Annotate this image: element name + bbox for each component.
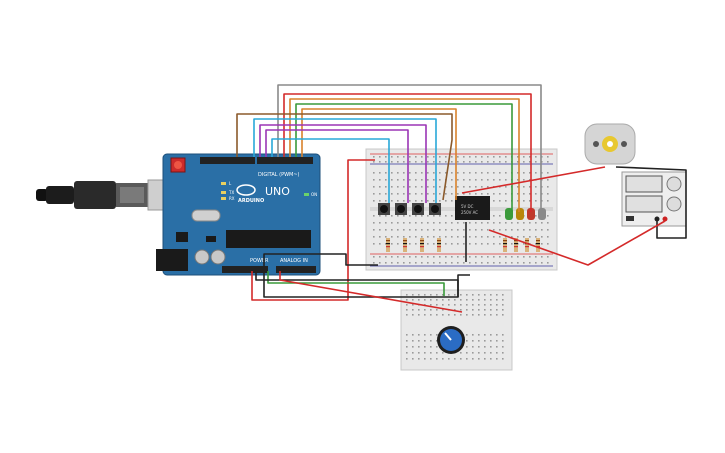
resistor-band: [525, 246, 529, 248]
resistor-band: [420, 246, 424, 248]
resistor-band: [420, 240, 424, 242]
wire-red-pot[interactable]: [279, 271, 463, 313]
digital-header-right: [257, 157, 313, 164]
wire-cyan-1[interactable]: [253, 118, 437, 203]
resistor-band: [536, 243, 540, 245]
power-supply-knob-2[interactable]: [666, 196, 682, 212]
wire-black-bb[interactable]: [263, 253, 470, 298]
power-supply[interactable]: [621, 171, 687, 227]
led-l-label: L: [229, 181, 232, 186]
wire-purple-2[interactable]: [265, 129, 409, 203]
resistor-band: [503, 240, 507, 242]
power-supply-display-1: [625, 175, 663, 193]
led-on-label: ON: [311, 192, 317, 197]
resistor-band: [403, 240, 407, 242]
crystal: [191, 209, 221, 222]
wires: [236, 84, 687, 313]
wire-brown[interactable]: [236, 113, 453, 201]
pushbutton-1[interactable]: [378, 203, 390, 215]
resistor-6[interactable]: [514, 238, 518, 252]
relay-text-2: 250V AC: [461, 210, 478, 215]
led-green[interactable]: [505, 208, 513, 220]
analog-header: [276, 266, 316, 273]
wire-red-psu[interactable]: [488, 220, 666, 266]
resistor-band: [514, 243, 518, 245]
led-rx-label: RX: [229, 196, 235, 201]
wire-black-pot[interactable]: [255, 271, 459, 297]
resistor-band: [403, 243, 407, 245]
resistor-band: [437, 240, 441, 242]
potentiometer[interactable]: [437, 326, 465, 354]
resistor-band: [420, 243, 424, 245]
resistor-3[interactable]: [420, 238, 424, 252]
resistor-band: [503, 243, 507, 245]
power-supply-terminal-neg[interactable]: [654, 216, 660, 222]
pushbutton-4[interactable]: [429, 203, 441, 215]
power-header-label: POWER: [250, 258, 269, 264]
resistor-4[interactable]: [437, 238, 441, 252]
wire-green-pot[interactable]: [267, 271, 445, 296]
resistor-band: [503, 246, 507, 248]
arduino-logo-text: ARDUINO: [238, 198, 264, 204]
resistor-band: [525, 240, 529, 242]
arduino-uno-board[interactable]: L TX RX ON ARDUINO UNO DIGITAL (PWM~) PO…: [156, 153, 321, 276]
relay[interactable]: 5V DC 250V AC: [455, 196, 490, 220]
resistors: [386, 238, 540, 252]
capacitor-1: [194, 249, 210, 265]
resistor-1[interactable]: [386, 238, 390, 252]
relay-text-1: 5V DC: [461, 204, 474, 209]
power-header: [222, 266, 268, 273]
pushbutton-2[interactable]: [395, 203, 407, 215]
usb-cable[interactable]: [36, 179, 175, 211]
capacitor-2: [210, 249, 226, 265]
analog-header-label: ANALOG IN: [280, 258, 308, 264]
resistor-2[interactable]: [403, 238, 407, 252]
led-red[interactable]: [527, 208, 535, 220]
dc-motor[interactable]: [584, 123, 636, 165]
resistor-8[interactable]: [536, 238, 540, 252]
resistor-7[interactable]: [525, 238, 529, 252]
power-supply-terminal-pos[interactable]: [662, 216, 668, 222]
resistor-band: [403, 246, 407, 248]
resistor-band: [386, 240, 390, 242]
digital-header-label: DIGITAL (PWM~): [258, 172, 300, 178]
power-supply-display-2: [625, 195, 663, 213]
wire-red-motor[interactable]: [461, 166, 606, 194]
resistor-band: [437, 243, 441, 245]
power-supply-knob-1[interactable]: [666, 176, 682, 192]
wire-black-motor[interactable]: [615, 166, 687, 239]
wire-red-bb-left[interactable]: [251, 159, 375, 301]
resistor-band: [514, 246, 518, 248]
pushbutton-3[interactable]: [412, 203, 424, 215]
resistor-band: [386, 243, 390, 245]
wire-cyan-2[interactable]: [271, 138, 390, 203]
wire-orange-top[interactable]: [289, 98, 520, 212]
led-tx-label: TX: [228, 190, 234, 195]
atmega-chip: [226, 230, 311, 248]
digital-header-left: [200, 157, 255, 164]
wire-purple-1[interactable]: [259, 124, 427, 203]
wire-gray[interactable]: [277, 84, 542, 212]
uno-label: UNO: [265, 185, 290, 198]
led-gray[interactable]: [538, 208, 546, 220]
wire-orange-2[interactable]: [301, 108, 457, 200]
resistor-band: [514, 240, 518, 242]
resistor-band: [386, 246, 390, 248]
small-breadboard-holes: [406, 294, 504, 360]
resistor-5[interactable]: [503, 238, 507, 252]
resistor-band: [437, 246, 441, 248]
resistor-band: [536, 240, 540, 242]
power-jack: [156, 249, 188, 271]
led-yellow[interactable]: [516, 208, 524, 220]
